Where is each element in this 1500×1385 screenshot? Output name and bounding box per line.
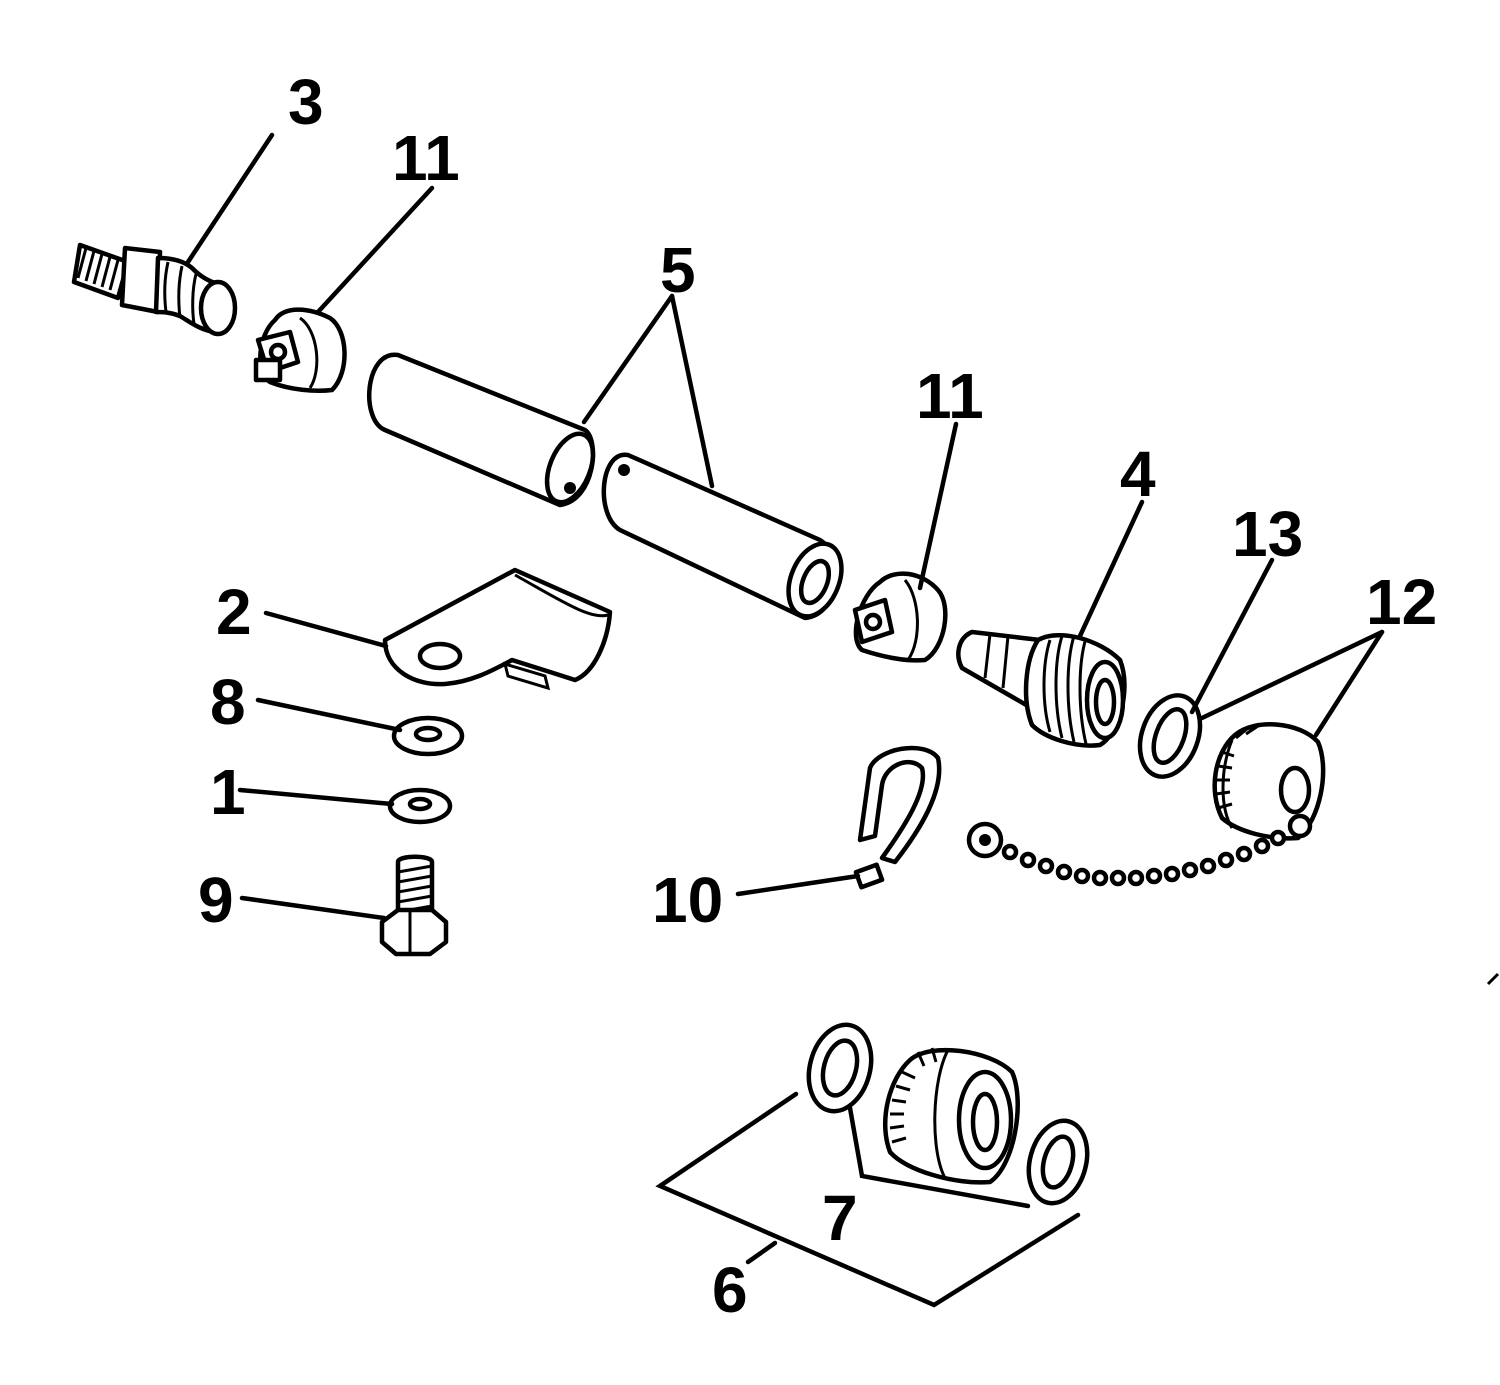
callout-1: 1 — [210, 756, 246, 828]
part-5-hose-right — [601, 452, 844, 621]
stray-mark — [1486, 972, 1500, 986]
part-2-bracket — [382, 567, 613, 691]
callout-12: 12 — [1366, 566, 1437, 638]
part-5-hose-left — [366, 352, 596, 508]
part-10-cable-tie — [853, 745, 942, 890]
part-7-washer-right — [1026, 1118, 1090, 1206]
part-3-hose-fitting — [71, 242, 238, 337]
part-4-connector — [956, 629, 1127, 748]
callout-3: 3 — [288, 66, 324, 138]
callout-10: 10 — [652, 864, 723, 936]
part-9-bolt — [379, 854, 449, 957]
callout-11-lower: 11 — [916, 360, 984, 432]
part-11-clamp-lower — [852, 571, 948, 663]
part-11-clamp-upper — [253, 307, 347, 393]
callout-7: 7 — [822, 1182, 858, 1254]
part-8-washer — [391, 715, 465, 757]
callout-5: 5 — [660, 234, 696, 306]
part-12-cap — [1212, 722, 1326, 841]
part-6-adaptor — [882, 1047, 1020, 1185]
callout-9: 9 — [198, 864, 234, 936]
callout-8: 8 — [210, 666, 246, 738]
callout-6: 6 — [712, 1254, 748, 1326]
part-12-chain — [966, 821, 1287, 887]
callout-4: 4 — [1120, 438, 1156, 510]
leader-lines — [185, 132, 1385, 1308]
callout-2: 2 — [216, 576, 252, 648]
callout-labels: 3 11 5 11 4 13 12 2 8 1 9 10 7 6 — [198, 66, 1437, 1326]
part-1-lock-washer — [387, 787, 453, 825]
part-7-washer-left — [806, 1022, 874, 1114]
callout-11-upper: 11 — [392, 122, 460, 194]
callout-13: 13 — [1232, 498, 1303, 570]
part-13-o-ring — [1137, 693, 1203, 779]
